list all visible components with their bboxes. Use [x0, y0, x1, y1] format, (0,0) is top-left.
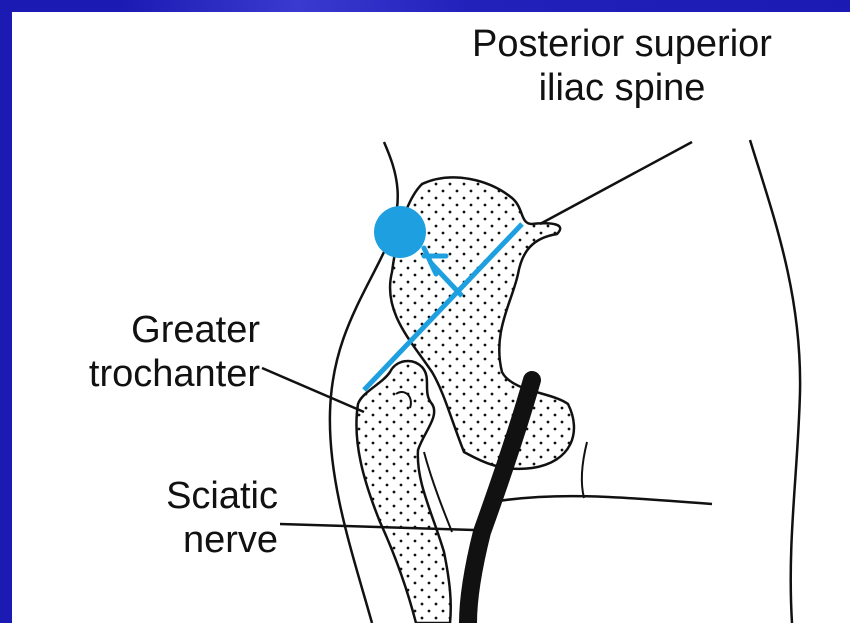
psis-label-line2: iliac spine — [426, 66, 818, 110]
psis-label: Posterior superior iliac spine — [426, 22, 818, 110]
sciatic-nerve-label-line1: Sciatic — [72, 474, 278, 518]
body-outline-right — [750, 140, 800, 623]
injection-site-marker — [374, 206, 426, 258]
greater-trochanter-label: Greater trochanter — [22, 308, 260, 396]
diagram-panel: Posterior superior iliac spine Greater t… — [12, 12, 850, 623]
sciatic-leader-line — [280, 524, 474, 530]
thigh-crease — [582, 442, 587, 498]
sciatic-nerve-label: Sciatic nerve — [72, 474, 278, 562]
greater-trochanter-label-line2: trochanter — [22, 352, 260, 396]
left-border-band — [0, 0, 12, 623]
trochanter-leader-line — [262, 368, 364, 412]
greater-trochanter-label-line1: Greater — [22, 308, 260, 352]
sciatic-nerve-label-line2: nerve — [72, 518, 278, 562]
title-bar-band — [0, 0, 850, 12]
psis-label-line1: Posterior superior — [426, 22, 818, 66]
psis-leader-line — [540, 142, 692, 224]
gluteal-fold — [492, 496, 712, 504]
